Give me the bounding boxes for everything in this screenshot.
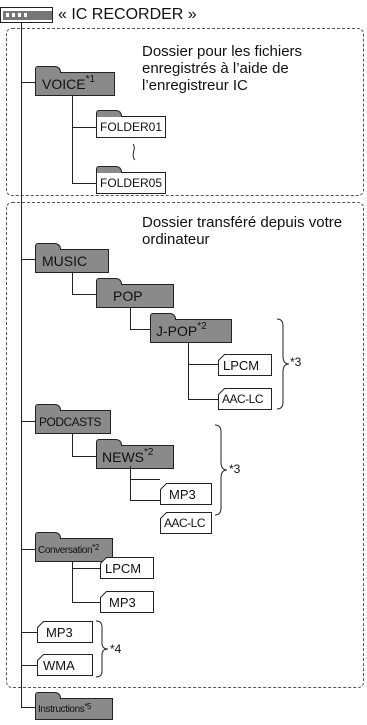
jpop-aaclc-file: AAC-LC	[218, 388, 272, 410]
music-folder: MUSIC	[35, 243, 109, 273]
root-wma-file: WMA	[37, 654, 93, 676]
pop-folder: POP	[96, 278, 174, 308]
instructions-folder: Instructions*5	[35, 692, 113, 720]
conversation-lpcm-file: LPCM	[100, 557, 154, 579]
news-folder: NEWS*2	[96, 439, 174, 469]
note-4: *4	[110, 642, 122, 656]
device-title: « IC RECORDER »	[58, 6, 197, 23]
jpop-lpcm-file: LPCM	[218, 354, 272, 376]
news-aaclc-file: AAC-LC	[160, 512, 212, 534]
note-3b: *3	[229, 462, 241, 476]
ellipsis-wave-icon	[130, 143, 140, 166]
voice-folder: VOICE*1	[35, 66, 115, 96]
folder05: FOLDER05	[96, 166, 166, 194]
folder01: FOLDER01	[96, 110, 166, 138]
brace-icon	[276, 318, 290, 410]
tree-trunk	[21, 22, 22, 708]
transferred-folder-region	[6, 202, 364, 688]
note-3a: *3	[290, 355, 302, 369]
conversation-folder: Conversation*2	[35, 532, 113, 562]
news-mp3-file: MP3	[160, 483, 212, 505]
jpop-folder: J-POP*2	[150, 313, 232, 343]
recorder-folder-region	[6, 28, 364, 196]
transferred-folder-caption: Dossier transféré depuis votre ordinateu…	[142, 214, 343, 248]
recorder-folder-caption: Dossier pour les fichiers enregistrés à …	[142, 43, 303, 94]
memory-device-icon	[0, 7, 53, 23]
brace-icon	[214, 424, 228, 516]
root-mp3-file: MP3	[37, 621, 93, 643]
brace-icon	[95, 620, 109, 678]
conversation-mp3-file: MP3	[100, 591, 154, 613]
podcasts-folder: PODCASTS	[35, 404, 111, 434]
